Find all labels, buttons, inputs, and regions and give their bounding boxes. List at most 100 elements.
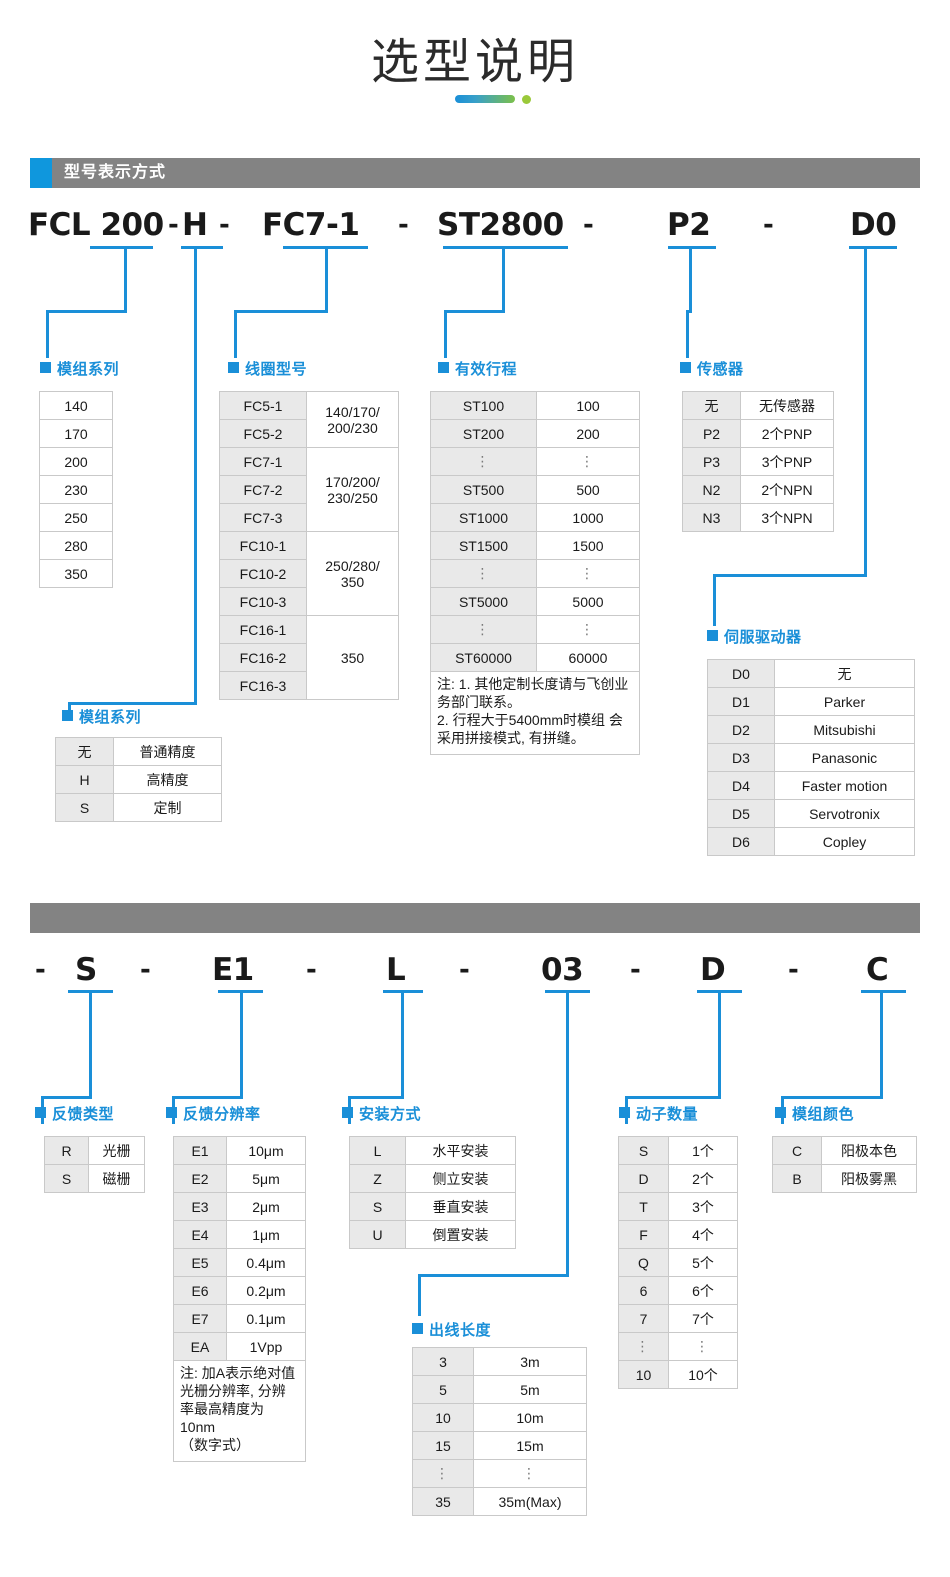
bullet-square-icon [438, 362, 449, 373]
cell-key: T [618, 1192, 669, 1221]
table-row: 230 [39, 475, 113, 504]
cell-value: 35m(Max) [473, 1487, 587, 1516]
connector-underline-servo [849, 246, 897, 249]
cell-key-ellipsis: ⋮ [430, 559, 537, 588]
cell-key: C [772, 1136, 822, 1165]
cell-key: Z [349, 1164, 406, 1193]
table-row: FC10-2 [219, 559, 399, 588]
cell-value: 500 [536, 475, 640, 504]
cell-key: ST5000 [430, 587, 537, 616]
cell-value: 200 [39, 447, 113, 476]
table-note-stroke: 注: 1. 其他定制长度请与飞创业务部门联系。 2. 行程大于5400mm时模组… [430, 671, 640, 755]
cell-value: 垂直安装 [405, 1192, 516, 1221]
cell-key: D3 [707, 743, 775, 772]
cell-key: 10 [618, 1360, 669, 1389]
code2-dash-5: - [788, 955, 799, 985]
group-label-sensor: 传感器 [680, 358, 744, 379]
cell-value: 2个NPN [740, 475, 834, 504]
code-token-fcl200: FCL 200 [28, 207, 164, 243]
connector-jog-cable [418, 1274, 569, 1277]
coil-range-2: 250/280/ 350 [325, 557, 380, 590]
cell-key: 10 [412, 1403, 474, 1432]
cell-value: Faster motion [774, 771, 915, 800]
cell-key: 无 [55, 737, 114, 766]
bullet-square-icon [412, 1323, 423, 1334]
table-row: 250 [39, 503, 113, 532]
cell-value: 2个 [668, 1164, 738, 1193]
group-label-stroke: 有效行程 [438, 358, 517, 379]
cell-value: 光栅 [88, 1136, 145, 1165]
cell-key: S [44, 1164, 89, 1193]
cell-value: 200 [536, 419, 640, 448]
coil-range-0: 140/170/ 200/230 [325, 403, 380, 436]
table-row: 注: 1. 其他定制长度请与飞创业务部门联系。 2. 行程大于5400mm时模组… [430, 671, 640, 755]
cell-value: 10μm [226, 1136, 306, 1165]
cell-key: 35 [412, 1487, 474, 1516]
connector-vertical-stroke [502, 246, 505, 312]
connector-drop-coil [234, 310, 237, 358]
code2-dash-2: - [306, 955, 317, 985]
cell-key: FC5-1 [219, 391, 307, 420]
cell-value-ellipsis: ⋮ [473, 1459, 587, 1488]
cell-key: H [55, 765, 114, 794]
table-row: ⋮⋮ [412, 1459, 587, 1488]
cell-key: ST1500 [430, 531, 537, 560]
connector-drop-cable [418, 1274, 421, 1316]
connector-jog-coil [234, 310, 328, 313]
cell-value: 0.2μm [226, 1276, 306, 1305]
cell-value: 阳极本色 [821, 1136, 917, 1165]
cell-key-ellipsis: ⋮ [430, 447, 537, 476]
cell-value: 4个 [668, 1220, 738, 1249]
cell-value: 侧立安装 [405, 1164, 516, 1193]
table-row: FC16-3 [219, 671, 399, 700]
cell-value: 5μm [226, 1164, 306, 1193]
connector-vertical-color [880, 990, 883, 1098]
connector-underline-module-series [90, 246, 153, 249]
table-row: ⋮⋮ [618, 1332, 738, 1361]
cell-value: 定制 [113, 793, 222, 822]
bullet-square-icon [228, 362, 239, 373]
cell-key: Q [618, 1248, 669, 1277]
cell-value: 无传感器 [740, 391, 834, 420]
cell-value: 350 [39, 559, 113, 588]
cell-value: 3个PNP [740, 447, 834, 476]
cell-key: FC16-2 [219, 643, 307, 672]
cell-value-ellipsis: ⋮ [536, 615, 640, 644]
cell-key: F [618, 1220, 669, 1249]
group-label-cable-length: 出线长度 [412, 1319, 491, 1340]
code-dash-4: - [583, 210, 594, 240]
connector-underline-stroke [443, 246, 568, 249]
section-header-model-notation-cont [30, 903, 920, 933]
cell-value: 1Vpp [226, 1332, 306, 1361]
cell-key: D0 [707, 659, 775, 688]
cell-value: 1个 [668, 1136, 738, 1165]
table-row: FC5-2 [219, 419, 399, 448]
cell-key: E4 [173, 1220, 227, 1249]
cell-value: Copley [774, 827, 915, 856]
cell-key: E1 [173, 1136, 227, 1165]
